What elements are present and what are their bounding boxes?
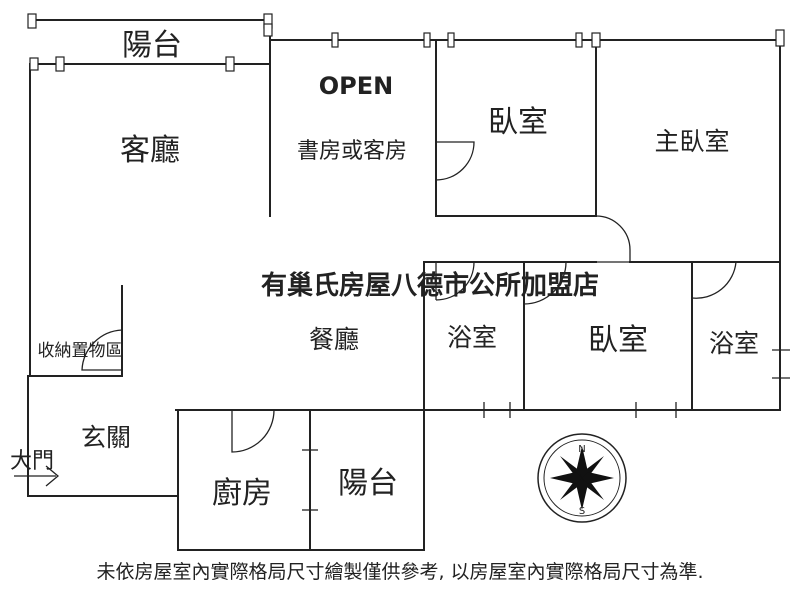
doors — [81, 141, 737, 453]
label-balcony-bottom: 陽台 — [338, 466, 398, 501]
disclaimer: 未依房屋室內實際格局尺寸繪製僅供參考, 以房屋室內實際格局尺寸為準. — [96, 561, 704, 583]
label-main-door: 大門 — [10, 449, 54, 474]
label-storage: 收納置物區 — [38, 341, 123, 361]
label-open: OPEN — [319, 72, 393, 100]
entrance-arrow-icon — [14, 465, 60, 487]
label-entrance: 玄關 — [81, 423, 131, 452]
label-study: 書房或客房 — [297, 139, 407, 164]
label-master-bedroom: 主臥室 — [654, 127, 729, 156]
label-kitchen: 廚房 — [212, 476, 272, 511]
label-dining-room: 餐廳 — [309, 325, 359, 354]
compass-north: N — [578, 444, 585, 455]
label-balcony-top: 陽台 — [122, 28, 182, 63]
window-markers — [27, 13, 790, 511]
compass-south: S — [579, 506, 585, 517]
label-bedroom-bottom: 臥室 — [588, 323, 648, 358]
walls — [27, 19, 781, 551]
watermark: 有巢氏房屋八德市公所加盟店 — [261, 270, 599, 301]
label-bathroom-right: 浴室 — [709, 329, 759, 358]
label-living-room: 客廳 — [120, 133, 180, 168]
compass-icon: N S — [537, 433, 627, 523]
label-bedroom-top: 臥室 — [488, 105, 548, 140]
label-bathroom-mid: 浴室 — [447, 323, 497, 352]
